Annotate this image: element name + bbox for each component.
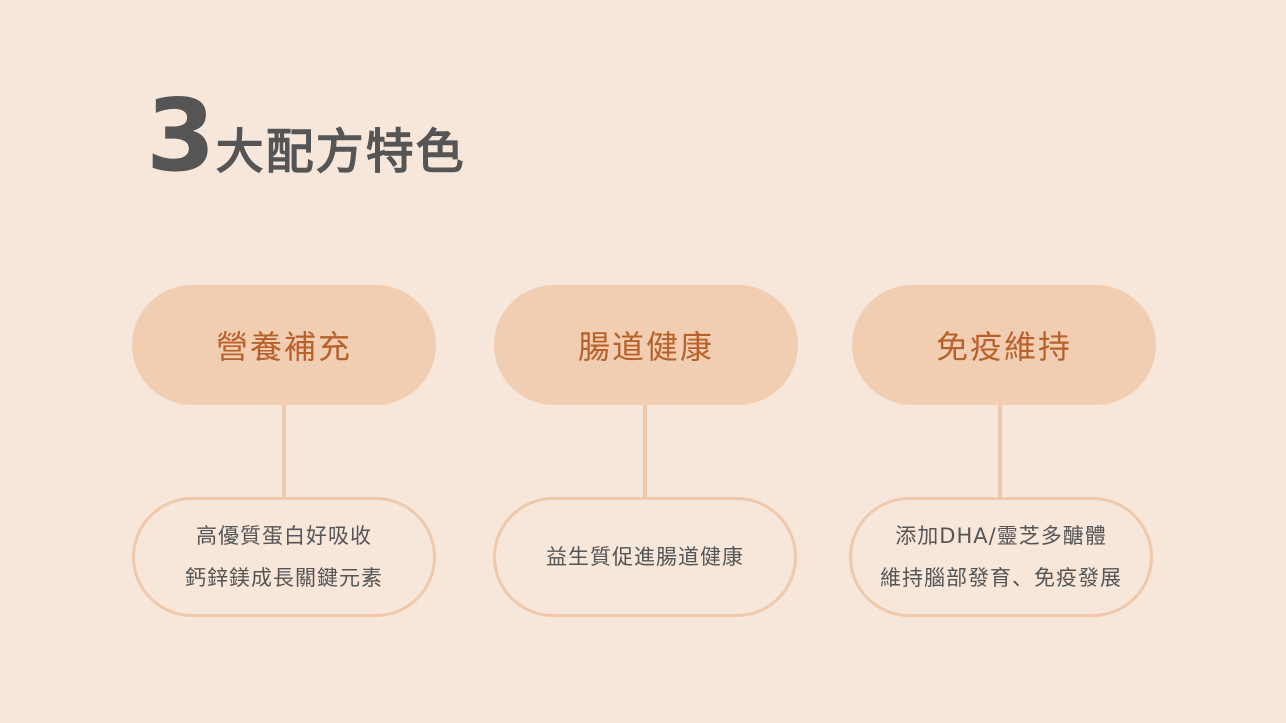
title-text: 大配方特色 [215,124,466,180]
feature-heading-label: 免疫維持 [935,328,1072,366]
connector-line [282,405,286,497]
feature-detail-line: 維持腦部發育、免疫發展 [880,566,1122,590]
connector-line [998,405,1002,497]
feature-heading-gut-health: 腸道健康 [494,285,798,405]
feature-detail-gut-health: 益生質促進腸道健康 [493,497,797,617]
title-number: 3 [146,77,216,194]
feature-detail-immunity: 添加DHA/靈芝多醣體 維持腦部發育、免疫發展 [849,497,1153,617]
feature-detail-line: 高優質蛋白好吸收 [196,524,372,548]
feature-detail-line: 益生質促進腸道健康 [546,545,744,569]
feature-detail-line: 添加DHA/靈芝多醣體 [895,524,1107,548]
connector-line [643,405,647,497]
feature-detail-nutrition: 高優質蛋白好吸收 鈣鋅鎂成長關鍵元素 [132,497,436,617]
feature-heading-immunity: 免疫維持 [852,285,1156,405]
page-title: 3 大配方特色 [146,86,466,186]
feature-heading-nutrition: 營養補充 [132,285,436,405]
feature-detail-line: 鈣鋅鎂成長關鍵元素 [185,566,383,590]
feature-heading-label: 營養補充 [215,328,352,366]
feature-heading-label: 腸道健康 [577,328,714,366]
